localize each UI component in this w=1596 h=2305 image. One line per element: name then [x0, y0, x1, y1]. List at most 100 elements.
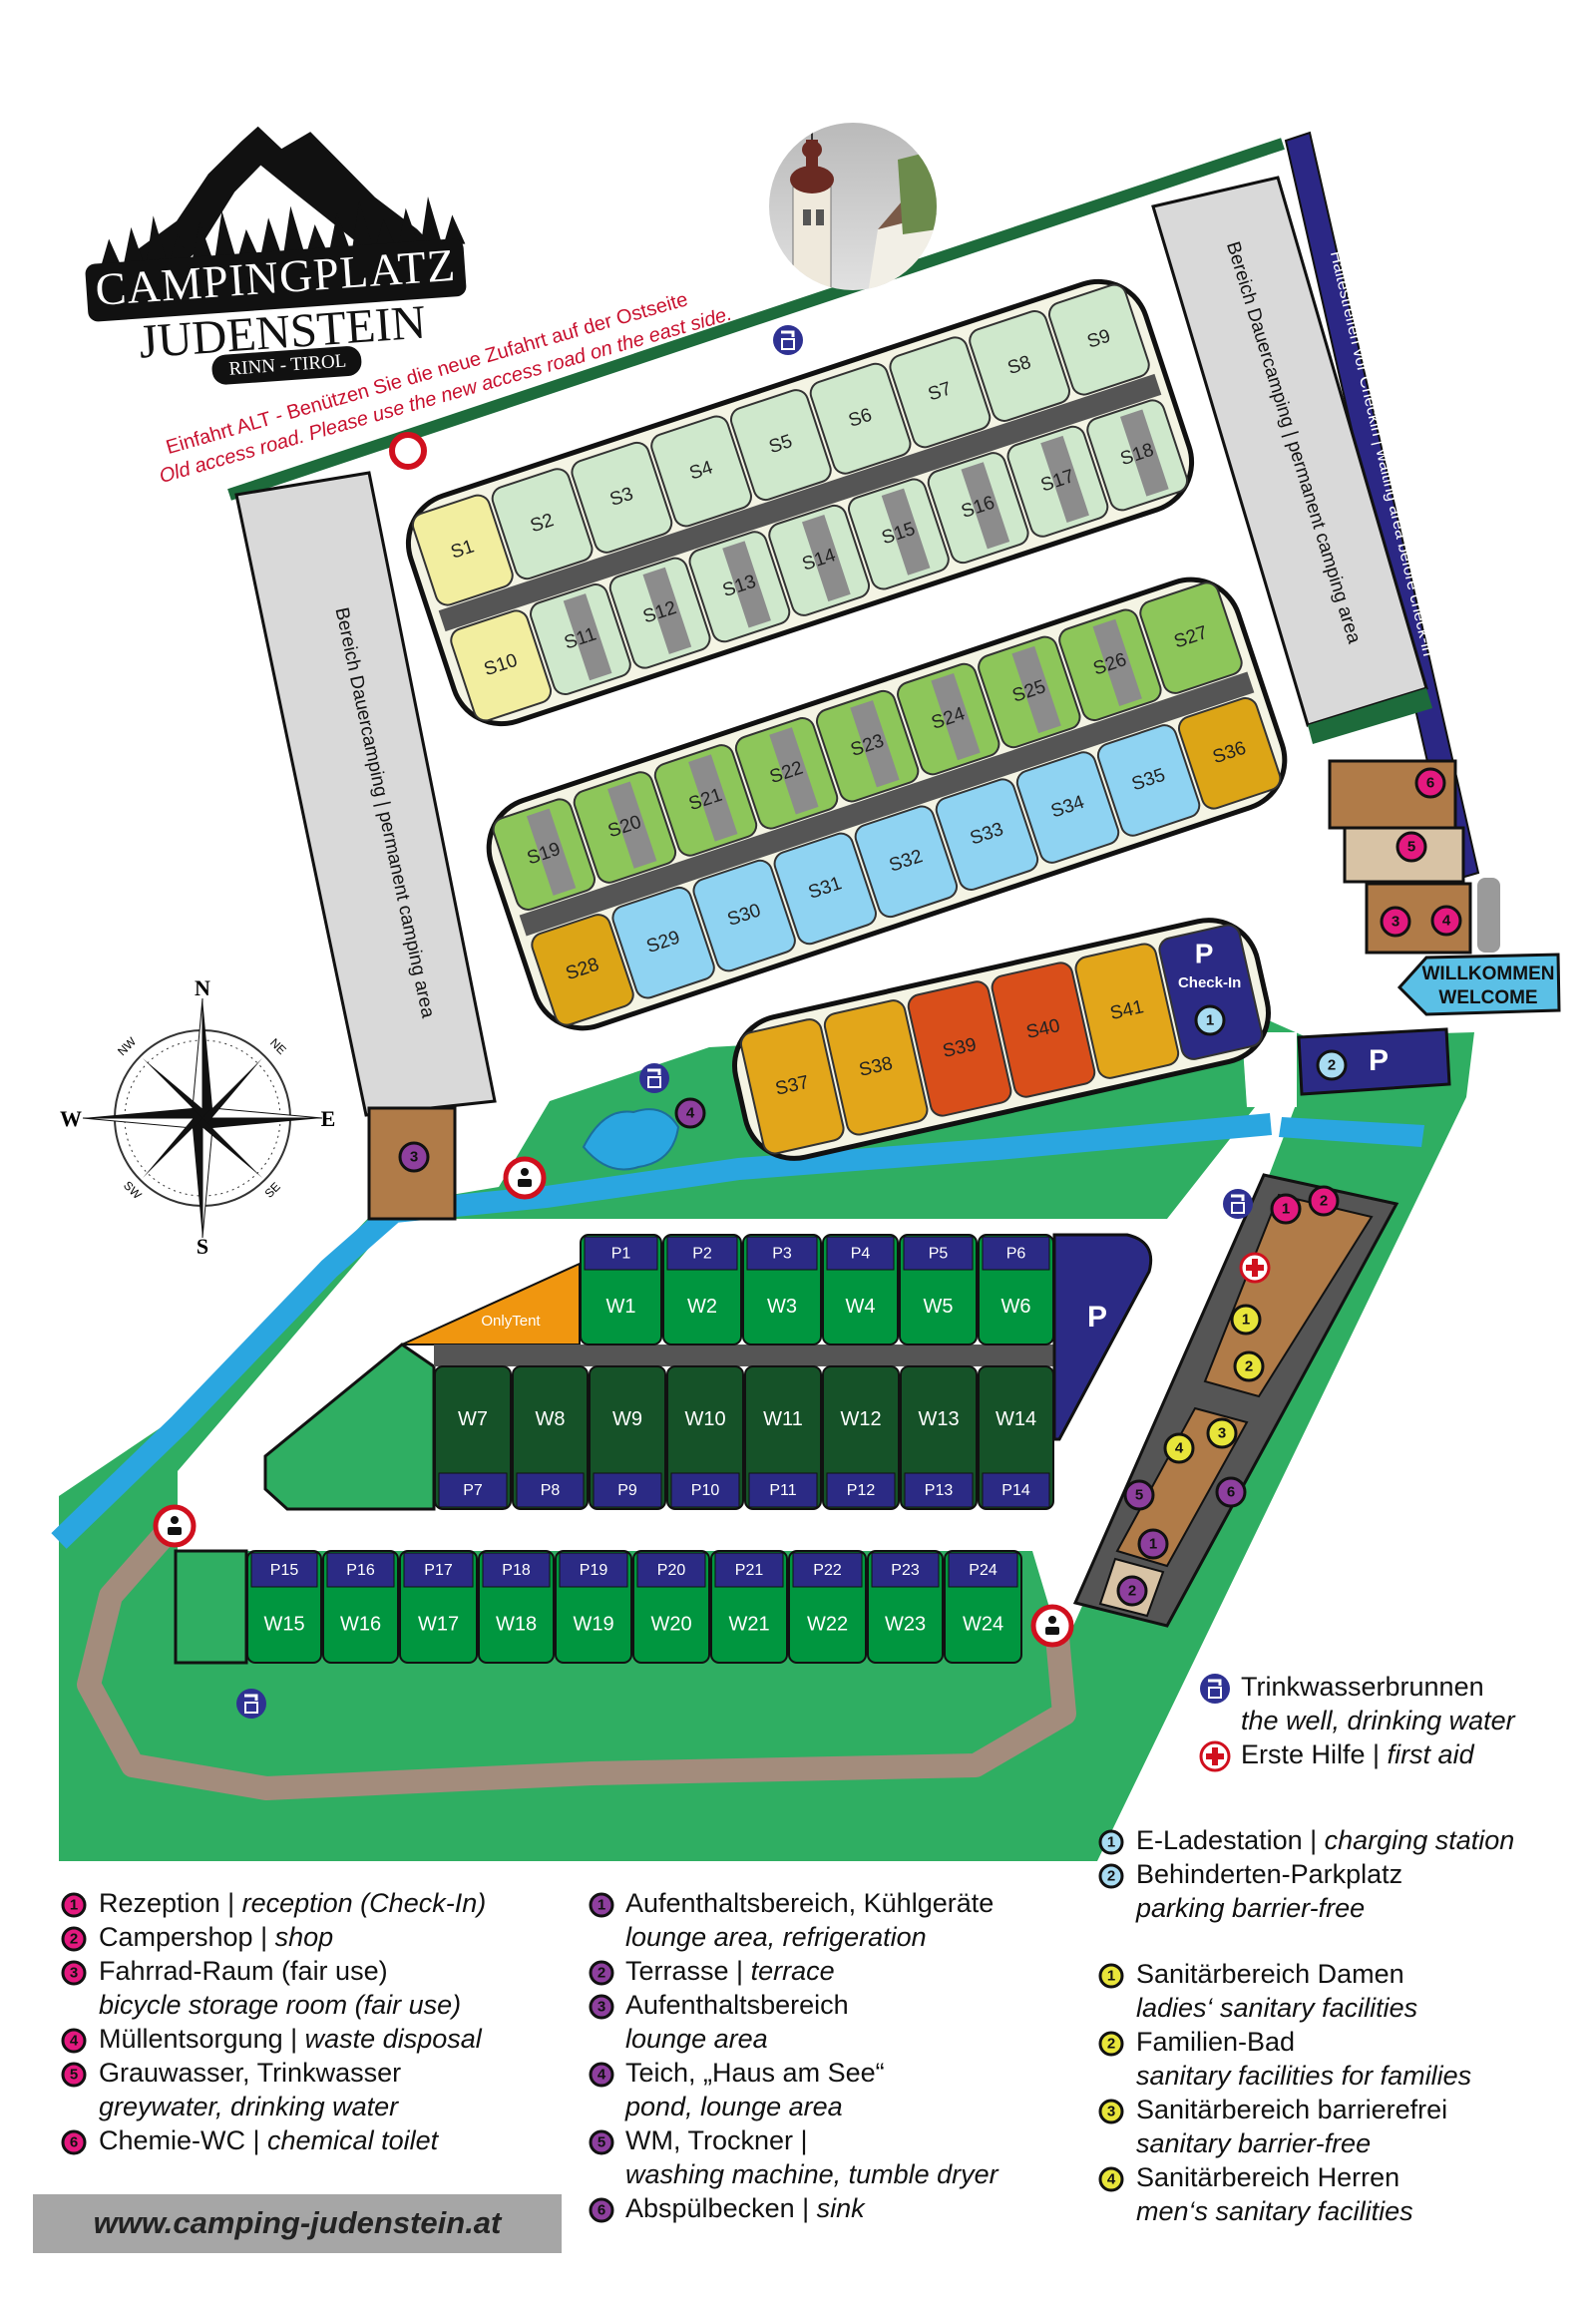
pitch-S21[interactable]: S21 [652, 742, 760, 859]
pitch-area[interactable] [1014, 749, 1122, 866]
pitch-area[interactable] [728, 387, 834, 503]
pitch-area[interactable] [569, 440, 674, 556]
parking-space[interactable] [326, 1552, 395, 1588]
pitch-S37[interactable]: S37 [739, 1017, 846, 1156]
parking-space[interactable] [714, 1552, 784, 1588]
pitch-S10[interactable]: S10 [448, 607, 554, 723]
pitch-area[interactable] [1176, 695, 1284, 812]
pitch-area[interactable] [1137, 579, 1245, 696]
parking-space[interactable] [982, 1236, 1050, 1271]
parking-space[interactable] [636, 1552, 706, 1588]
parking-space[interactable] [666, 1236, 738, 1271]
parking-space[interactable] [250, 1552, 318, 1588]
pitch-S14[interactable]: S14 [766, 503, 872, 618]
pitch-S11[interactable]: S11 [528, 581, 633, 697]
pitch-S18[interactable]: S18 [1084, 397, 1190, 513]
pitch-S30[interactable]: S30 [690, 858, 798, 974]
pitch-S8[interactable]: S8 [967, 308, 1072, 424]
pitch-S15[interactable]: S15 [846, 476, 952, 591]
parking-space[interactable] [748, 1472, 818, 1508]
pitch-[interactable] [1157, 923, 1264, 1061]
pitch-area[interactable] [410, 492, 516, 607]
parking-space[interactable] [871, 1552, 940, 1588]
pitch-S7[interactable]: S7 [887, 334, 993, 450]
pitch-S5[interactable]: S5 [728, 387, 834, 503]
pitch-S29[interactable]: S29 [609, 885, 717, 1001]
pitch-S12[interactable]: S12 [607, 556, 713, 671]
parking-space[interactable] [746, 1236, 818, 1271]
parking-space[interactable] [516, 1472, 585, 1508]
pitch-S9[interactable]: S9 [1046, 281, 1152, 397]
parking-space[interactable] [584, 1236, 658, 1271]
parking-space[interactable] [903, 1236, 974, 1271]
parking-space[interactable] [559, 1552, 628, 1588]
parking-space[interactable] [792, 1552, 863, 1588]
parking-space[interactable] [826, 1472, 896, 1508]
pitch-S4[interactable]: S4 [648, 413, 754, 529]
parking-space[interactable] [948, 1552, 1018, 1588]
pitch-S16[interactable]: S16 [926, 450, 1031, 566]
pitch-S27[interactable]: S27 [1137, 579, 1245, 696]
pitch-area[interactable] [739, 1017, 846, 1156]
pitch-area[interactable] [1095, 722, 1203, 839]
pitch-area[interactable] [690, 858, 798, 974]
pitch-S31[interactable]: S31 [771, 831, 879, 948]
pitch-S35[interactable]: S35 [1095, 722, 1203, 839]
pitch-S1[interactable]: S1 [410, 492, 516, 607]
pitch-S2[interactable]: S2 [490, 466, 596, 581]
pitch-area[interactable] [887, 334, 993, 450]
pitch-area[interactable] [1046, 281, 1152, 397]
pitch-S36[interactable]: S36 [1176, 695, 1284, 812]
parking-space[interactable] [482, 1552, 551, 1588]
pitch-S26[interactable]: S26 [1056, 606, 1164, 723]
pitch-S28[interactable]: S28 [529, 912, 636, 1028]
parking-space[interactable] [403, 1552, 474, 1588]
pitch-area[interactable] [934, 776, 1041, 893]
pitch-area[interactable] [529, 912, 636, 1028]
pitch-S20[interactable]: S20 [572, 769, 679, 886]
pitch-area[interactable] [490, 466, 596, 581]
pitch-S6[interactable]: S6 [808, 361, 914, 477]
pitch-S24[interactable]: S24 [895, 661, 1002, 778]
website-link[interactable]: www.camping-judenstein.at [94, 2205, 503, 2240]
pitch-S3[interactable]: S3 [569, 440, 674, 556]
pitch-area[interactable] [808, 361, 914, 477]
pitch-area[interactable] [771, 831, 879, 948]
parking-space[interactable] [982, 1472, 1050, 1508]
pitch-S17[interactable]: S17 [1004, 424, 1110, 540]
pitch-S33[interactable]: S33 [934, 776, 1041, 893]
pitch-area[interactable] [1157, 923, 1264, 1061]
parking-space[interactable] [670, 1472, 740, 1508]
pitch-S22[interactable]: S22 [733, 715, 841, 832]
pitch-area[interactable] [967, 308, 1072, 424]
pitch-area[interactable] [609, 885, 717, 1001]
pitch-area[interactable] [448, 607, 554, 723]
parking-space[interactable] [438, 1472, 508, 1508]
pitch-S32[interactable]: S32 [852, 803, 960, 920]
pitch-S40[interactable]: S40 [990, 960, 1096, 1099]
pitch-area[interactable] [906, 979, 1012, 1118]
pitch-area[interactable] [823, 998, 930, 1137]
pitch-S25[interactable]: S25 [976, 633, 1083, 750]
